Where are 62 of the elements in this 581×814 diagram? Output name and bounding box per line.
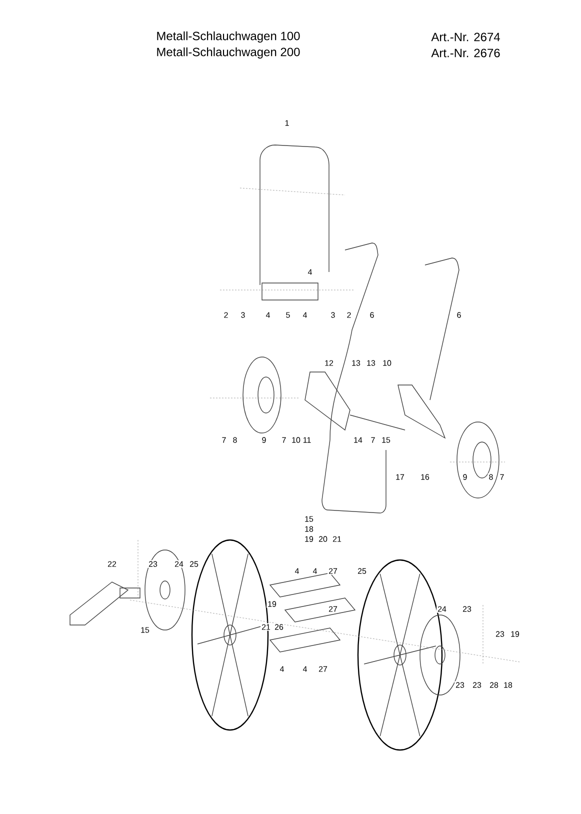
- callout-number: 4: [312, 567, 318, 575]
- callout-number: 23: [148, 560, 158, 568]
- callout-number: 10: [382, 359, 392, 367]
- callout-number: 4: [294, 567, 300, 575]
- callout-number: 15: [304, 515, 314, 523]
- callout-number: 9: [260, 436, 268, 444]
- product-title: Metall-Schlauchwagen 200: [155, 46, 302, 60]
- callout-number: 12: [324, 359, 334, 367]
- callout-number: 6: [368, 311, 376, 319]
- callout-number: 16: [420, 473, 430, 481]
- callout-number: 21: [260, 623, 272, 631]
- callout-number: 23: [462, 605, 472, 613]
- product-title: Metall-Schlauchwagen 100: [155, 30, 302, 44]
- callout-number: 13: [366, 359, 376, 367]
- callout-number: 11: [302, 436, 312, 444]
- callout-number: 27: [328, 567, 338, 575]
- callout-number: 26: [274, 623, 284, 631]
- callout-number: 15: [380, 436, 392, 444]
- callout-number: 25: [188, 560, 200, 568]
- callout-number: 19: [304, 535, 314, 543]
- callout-number: 18: [502, 681, 514, 689]
- callout-number: 6: [456, 311, 462, 319]
- callout-number: 10: [290, 436, 302, 444]
- callout-number: 23: [472, 681, 482, 689]
- callout-number: 9: [462, 473, 468, 481]
- callout-number: 19: [266, 600, 278, 608]
- callout-number: 4: [302, 665, 308, 673]
- callout-number: 22: [106, 560, 118, 568]
- callout-number: 7: [370, 436, 376, 444]
- callout-number: 23: [454, 681, 466, 689]
- callout-number: 4: [306, 268, 314, 276]
- callout-number: 4: [302, 311, 308, 319]
- callout-number: 1: [284, 119, 290, 127]
- callout-number: 25: [356, 567, 368, 575]
- callout-number: 4: [264, 311, 272, 319]
- callout-number: 3: [330, 311, 336, 319]
- callout-number: 7: [280, 436, 288, 444]
- callout-number: 17: [394, 473, 406, 481]
- callout-number: 23: [494, 630, 506, 638]
- callout-number: 20: [318, 535, 328, 543]
- callout-number: 2: [346, 311, 352, 319]
- callout-number: 8: [488, 473, 494, 481]
- callout-number: 24: [436, 605, 448, 613]
- callout-number: 27: [328, 605, 338, 613]
- article-number: Art.-Nr. 2674: [430, 32, 502, 42]
- callout-number: 2: [222, 311, 230, 319]
- callout-number: 28: [488, 681, 500, 689]
- callout-number: 3: [240, 311, 246, 319]
- callout-number: 13: [350, 359, 362, 367]
- callout-number: 18: [304, 525, 314, 533]
- callout-number: 4: [278, 665, 286, 673]
- callout-number: 8: [232, 436, 238, 444]
- callout-number: 5: [284, 311, 292, 319]
- callout-number: 24: [174, 560, 184, 568]
- callout-number: 7: [220, 436, 228, 444]
- callout-number: 27: [318, 665, 328, 673]
- callout-number: 14: [352, 436, 364, 444]
- callout-number: 21: [332, 535, 342, 543]
- callout-number: 7: [498, 473, 506, 481]
- article-number: Art.-Nr. 2676: [430, 48, 502, 58]
- callout-number: 19: [510, 630, 520, 638]
- callout-number: 15: [140, 626, 150, 634]
